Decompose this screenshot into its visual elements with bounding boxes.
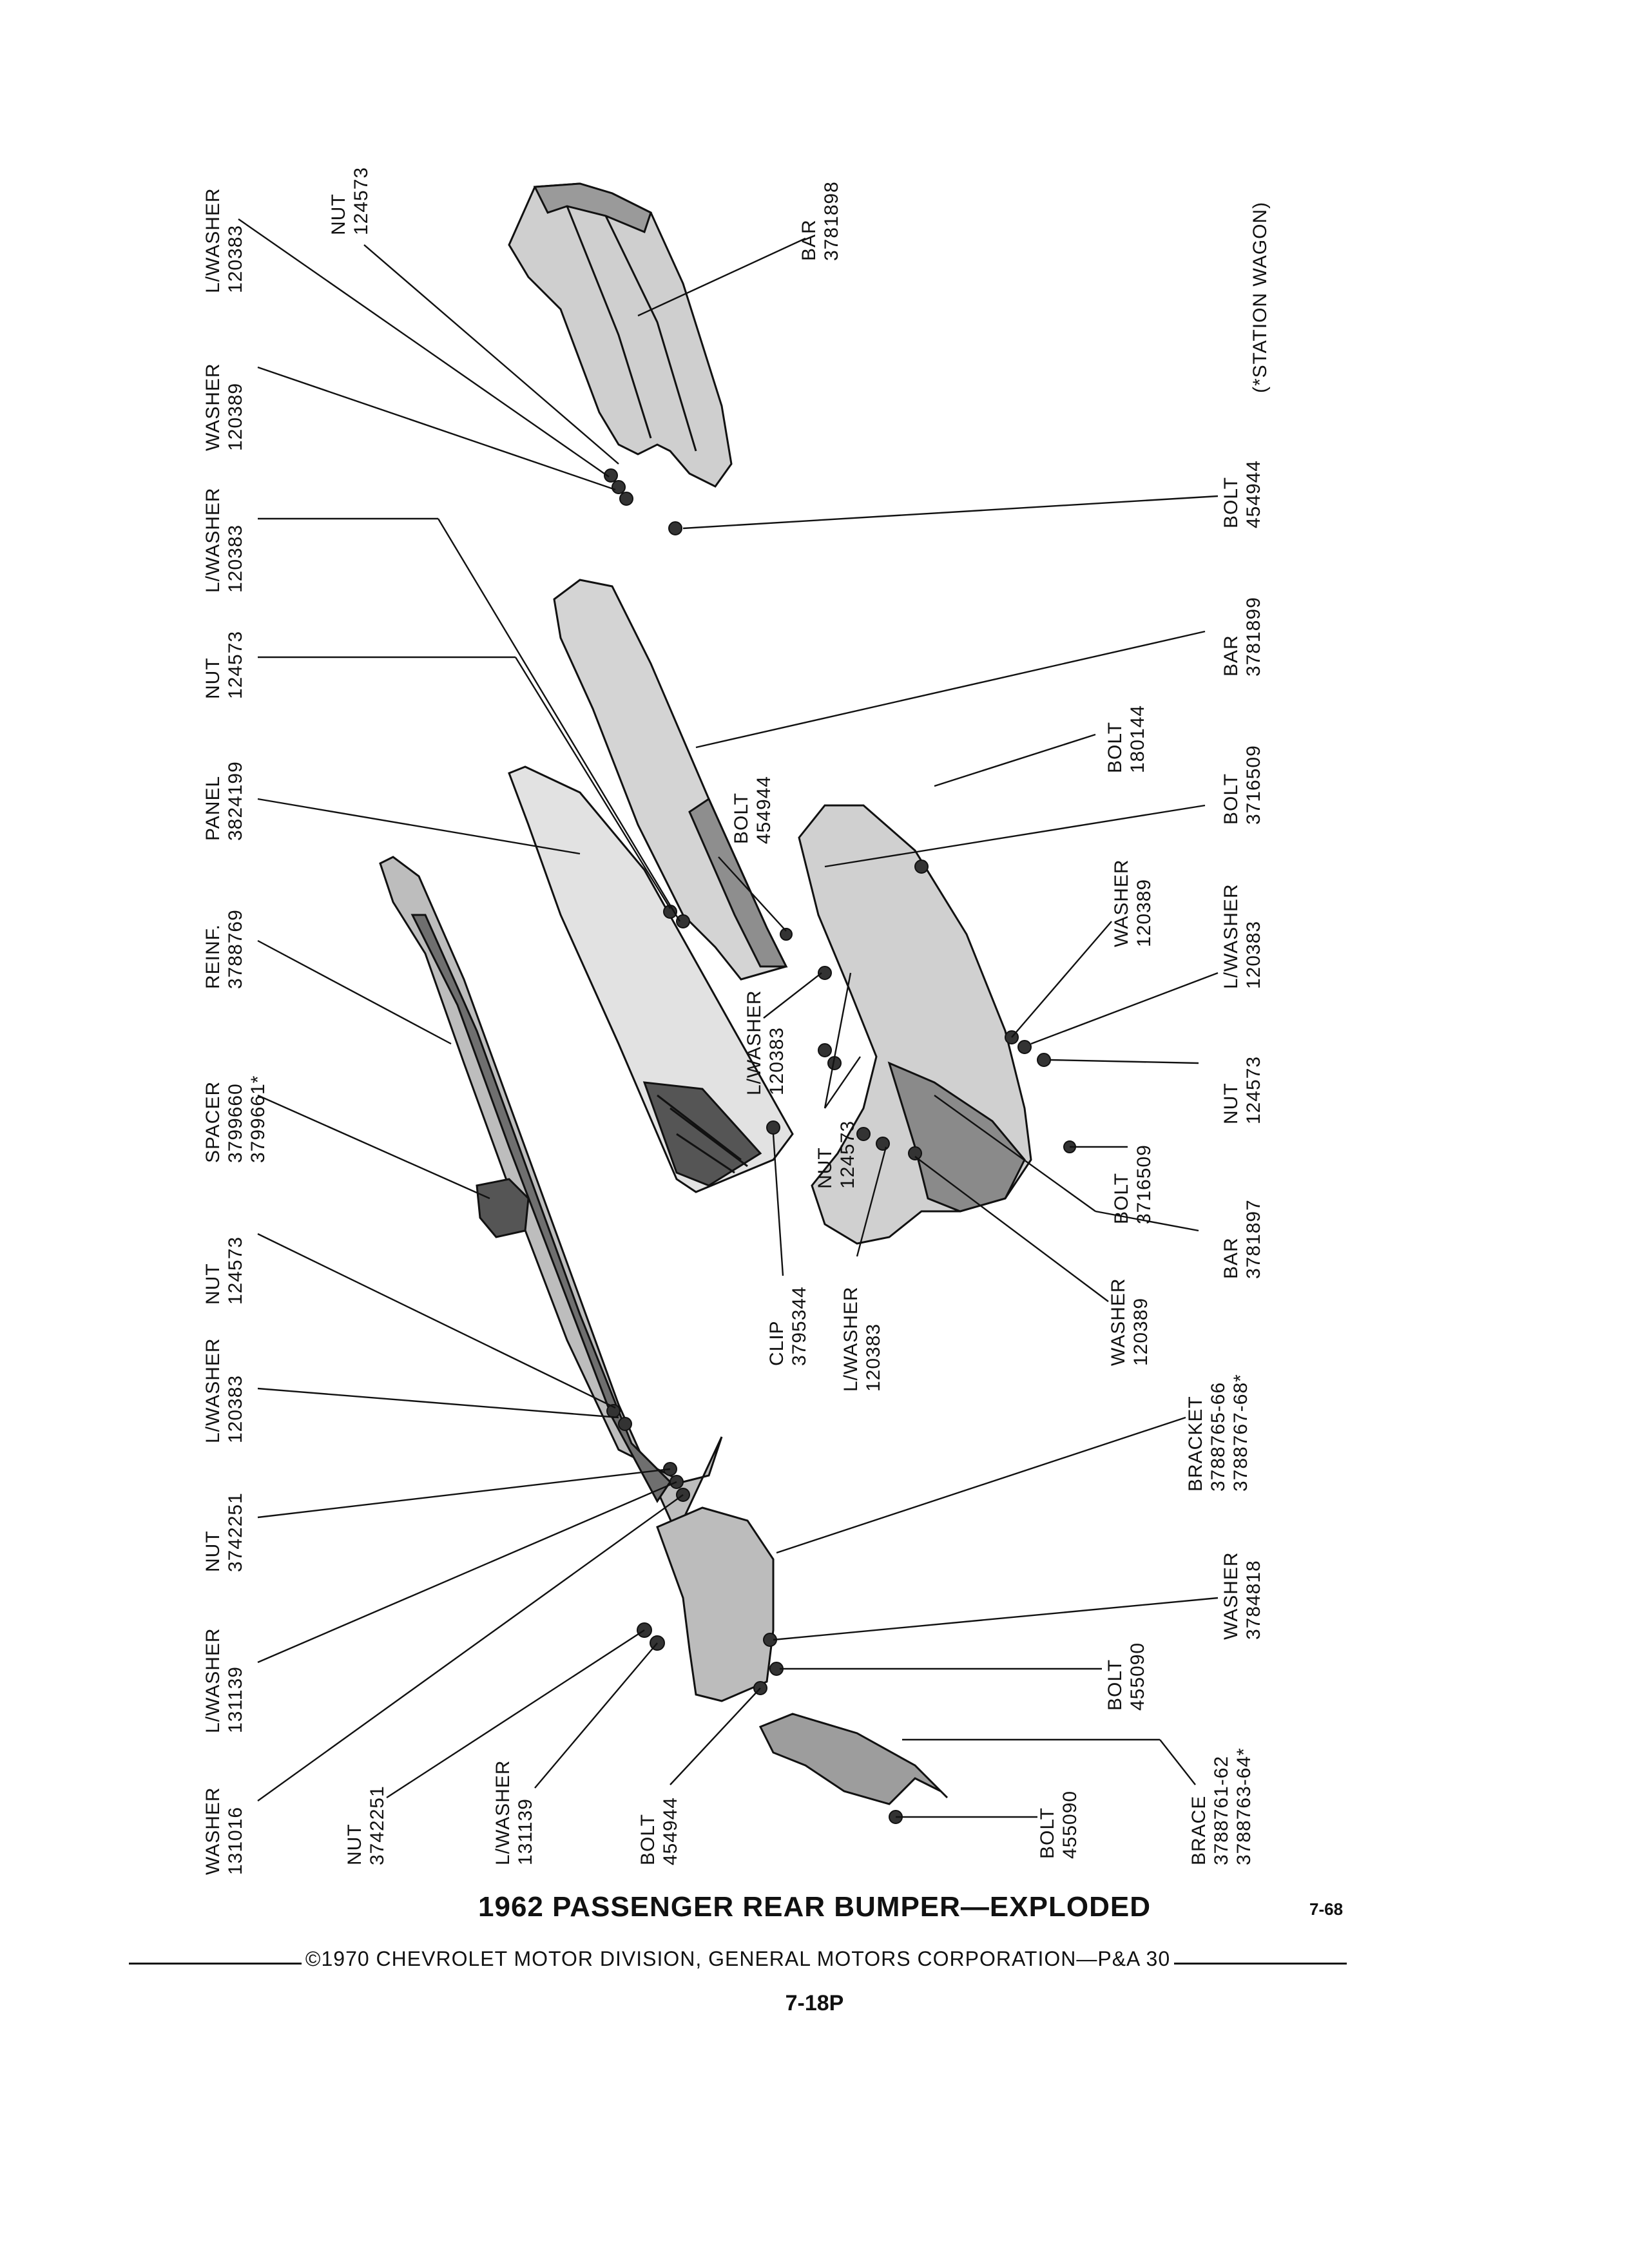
label-number: 454944: [753, 776, 775, 844]
label-number: 3788769: [225, 909, 246, 989]
label-name: REINF.: [202, 924, 224, 989]
label-number: 3742251: [225, 1492, 246, 1572]
label-name: BRACKET: [1185, 1396, 1206, 1492]
label-name: WASHER: [202, 363, 224, 451]
label-number: 180144: [1127, 705, 1148, 773]
label-name: BOLT: [1220, 773, 1242, 825]
label-number: 3781898: [821, 181, 842, 261]
label-number: 131139: [225, 1666, 246, 1733]
label-number: 3742251: [367, 1785, 388, 1865]
label-name: WASHER: [202, 1787, 224, 1875]
label-number: 455090: [1127, 1642, 1148, 1711]
label-name: WASHER: [1111, 859, 1132, 947]
label-number: 120383: [863, 1323, 884, 1392]
label-number: 3716509: [1243, 745, 1264, 825]
label-number: 124573: [837, 1120, 858, 1189]
label-name: L/WASHER: [202, 487, 224, 593]
label-name: NUT: [202, 1530, 224, 1572]
label-number: 120383: [766, 1027, 787, 1095]
parts-illustration: [379, 182, 1076, 1824]
brace-part: [758, 1713, 949, 1805]
label-number: 3788761-62: [1211, 1756, 1232, 1865]
label-number: 3799660: [225, 1083, 246, 1163]
label-number: 3781899: [1243, 597, 1264, 677]
label-number: 124573: [1243, 1056, 1264, 1124]
label-number: 120389: [225, 383, 246, 451]
bracket-part: [656, 1506, 775, 1702]
label-number: 3781897: [1243, 1199, 1264, 1279]
label-number-alt: 3788767-68*: [1230, 1374, 1251, 1492]
label-name: L/WASHER: [1220, 883, 1242, 989]
label-name: BOLT: [1104, 722, 1126, 773]
label-name: L/WASHER: [744, 990, 765, 1095]
label-number: 131016: [225, 1807, 246, 1875]
spacer-part: [476, 1178, 530, 1238]
label-number: 131139: [515, 1798, 536, 1865]
label-number: 3824199: [225, 761, 246, 841]
label-name: BOLT: [1037, 1807, 1058, 1859]
label-number: 124573: [351, 167, 372, 235]
rule-right: [1174, 1962, 1347, 1965]
label-number: 3784818: [1243, 1560, 1264, 1640]
label-name: BOLT: [731, 793, 752, 844]
label-number: 3716509: [1133, 1144, 1155, 1224]
label-name: BAR: [1220, 635, 1242, 677]
label-name: NUT: [344, 1823, 365, 1865]
label-name: NUT: [202, 1263, 224, 1305]
copyright-text: ©1970 CHEVROLET MOTOR DIVISION, GENERAL …: [305, 1946, 1171, 1970]
bar-3781898-part: [508, 182, 733, 488]
label-name: PANEL: [202, 776, 224, 841]
label-name: SPACER: [202, 1081, 224, 1163]
label-name: NUT: [328, 193, 349, 235]
label-number: 120389: [1130, 1298, 1152, 1366]
label-number: 454944: [660, 1797, 681, 1865]
label-name: BOLT: [637, 1814, 659, 1865]
station-wagon-note: (*STATION WAGON): [1249, 202, 1271, 393]
label-name: BOLT: [1220, 477, 1242, 528]
copyright-line: ©1970 CHEVROLET MOTOR DIVISION, GENERAL …: [129, 1946, 1347, 1972]
label-name: L/WASHER: [202, 1338, 224, 1443]
leader-lines: [238, 218, 1219, 1818]
label-name: L/WASHER: [202, 1628, 224, 1733]
label-name: BAR: [1220, 1237, 1242, 1279]
label-number: 3788765-66: [1208, 1382, 1229, 1492]
diagram-title: 1962 PASSENGER REAR BUMPER—EXPLODED: [478, 1891, 1151, 1923]
label-number: 120383: [1243, 921, 1264, 989]
page-code: 7-68: [1309, 1899, 1344, 1919]
label-number-alt: 3799661*: [247, 1075, 269, 1163]
label-number: 455090: [1059, 1791, 1081, 1859]
label-number: 120383: [225, 1375, 246, 1443]
label-number: 454944: [1243, 460, 1264, 528]
label-name: BOLT: [1111, 1173, 1132, 1224]
label-name: L/WASHER: [840, 1286, 862, 1392]
label-name: BOLT: [1104, 1659, 1126, 1711]
label-number: 124573: [225, 1236, 246, 1305]
label-name: L/WASHER: [202, 187, 224, 293]
page-number: 7-18P: [785, 1991, 844, 2015]
label-name: WASHER: [1220, 1552, 1242, 1640]
label-name: BRACE: [1188, 1796, 1210, 1865]
label-name: NUT: [815, 1147, 836, 1189]
rule-left: [129, 1962, 302, 1965]
label-name: BAR: [798, 219, 820, 261]
label-name: CLIP: [766, 1320, 787, 1366]
label-name: L/WASHER: [492, 1760, 514, 1865]
label-number: 124573: [225, 631, 246, 699]
part-labels: L/WASHER 120383 NUT 124573 BAR 3781898 W…: [202, 167, 1271, 1875]
label-name: WASHER: [1108, 1278, 1129, 1366]
label-number: 120383: [225, 524, 246, 593]
panel-3824199-part: [508, 765, 794, 1193]
label-name: NUT: [202, 657, 224, 699]
label-number-alt: 3788763-64*: [1233, 1747, 1255, 1865]
label-number: 3795344: [789, 1286, 810, 1366]
label-name: NUT: [1220, 1082, 1242, 1124]
label-number: 120389: [1133, 879, 1155, 947]
label-number: 120383: [225, 225, 246, 293]
